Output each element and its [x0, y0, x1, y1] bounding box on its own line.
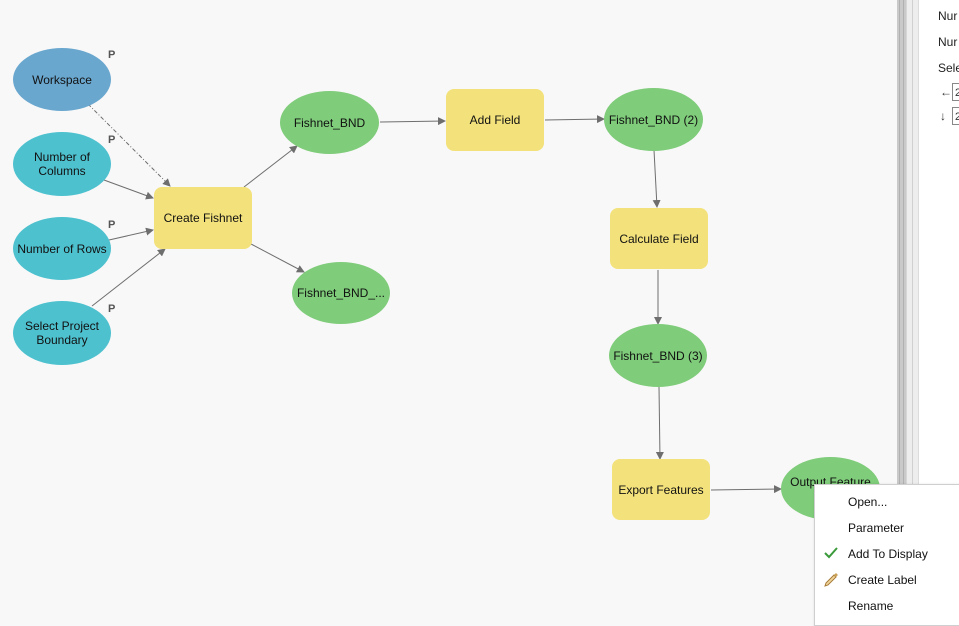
menu-item-label: Add To Display: [848, 547, 928, 561]
number-of-rows-node[interactable]: Number of Rows: [13, 217, 111, 280]
connector-columns-createfishnet: [103, 179, 154, 200]
parameter-marker: P: [108, 303, 116, 315]
menu-item-parameter[interactable]: Parameter: [815, 514, 959, 540]
parameter-marker: P: [108, 49, 116, 61]
context-menu: Open... Parameter Add To Display Create …: [814, 484, 959, 626]
connector-fishnetbnd2-calculatefield: [652, 149, 661, 208]
calculate-field-tool[interactable]: Calculate Field: [610, 208, 708, 269]
create-fishnet-tool[interactable]: Create Fishnet: [154, 187, 252, 249]
arrow-down-icon: ↓: [940, 109, 946, 123]
connector-fishnetbnd3-exportfeatures: [655, 386, 664, 460]
connector-rows-createfishnet: [108, 227, 154, 241]
menu-item-label: Rename: [848, 599, 894, 613]
parameter-marker: P: [108, 219, 116, 231]
workspace-node[interactable]: Workspace: [13, 48, 111, 111]
connector-createfishnet-fishnetbnd: [243, 145, 298, 188]
menu-item-label: Open...: [848, 495, 888, 509]
fishnet-bnd-label-node[interactable]: Fishnet_BND_...: [292, 262, 390, 324]
pencil-label-icon: [823, 571, 839, 587]
menu-item-rename[interactable]: Rename: [815, 592, 959, 618]
check-icon: [823, 545, 839, 561]
panel-field[interactable]: 2: [952, 83, 959, 101]
model-builder-canvas[interactable]: Workspace P Number of Columns P Number o…: [0, 0, 897, 610]
panel-field[interactable]: 2: [952, 107, 959, 125]
menu-item-open[interactable]: Open...: [815, 488, 959, 514]
add-field-tool[interactable]: Add Field: [446, 89, 544, 151]
arrow-left-icon: ←: [940, 85, 952, 99]
menu-item-label: Parameter: [848, 521, 905, 535]
connector-exportfeatures-outputfeature: [710, 485, 782, 494]
parameter-marker: P: [108, 134, 116, 146]
pane-splitter[interactable]: [897, 0, 906, 610]
panel-label: Nur: [938, 35, 958, 49]
connectors-layer: [87, 103, 782, 494]
number-of-columns-node[interactable]: Number of Columns: [13, 132, 111, 196]
select-project-boundary-node[interactable]: Select Project Boundary: [13, 301, 111, 365]
connector-boundary-createfishnet: [91, 248, 166, 307]
panel-edge: [906, 0, 919, 610]
connector-createfishnet-fishnetbndlabel: [250, 243, 305, 273]
fishnet-bnd-3-node[interactable]: Fishnet_BND (3): [609, 324, 707, 387]
menu-item-create-label[interactable]: Create Label: [815, 566, 959, 592]
connector-fishnetbnd-addfield: [379, 117, 446, 126]
menu-item-add-to-display[interactable]: Add To Display: [815, 540, 959, 566]
panel-label: Sele: [938, 61, 959, 75]
menu-item-label: Create Label: [848, 573, 917, 587]
panel-label: Nur: [938, 9, 958, 23]
connector-workspace-createfishnet: [87, 103, 171, 187]
export-features-tool[interactable]: Export Features: [612, 459, 710, 520]
fishnet-bnd-2-node[interactable]: Fishnet_BND (2): [604, 88, 703, 151]
connector-addfield-fishnetbnd2: [544, 115, 605, 124]
fishnet-bnd-node[interactable]: Fishnet_BND: [280, 91, 379, 154]
